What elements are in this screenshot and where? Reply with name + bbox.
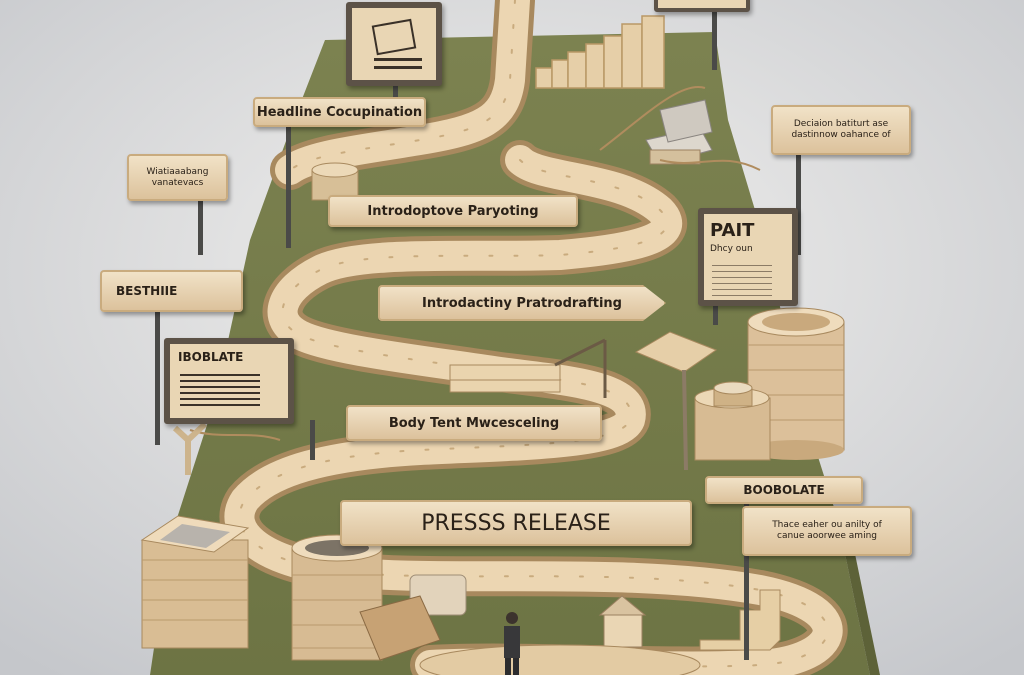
line-icon xyxy=(374,58,422,61)
sign-headline: Headline Cocupination xyxy=(253,97,426,127)
post-right-top xyxy=(796,155,801,255)
scroll-and-box xyxy=(359,574,467,661)
base-platform xyxy=(419,644,701,675)
board-part-sub: Dhcy oun xyxy=(710,244,753,254)
post-iboblate xyxy=(310,420,315,460)
sign-left-small-line2: vanatevacs xyxy=(151,177,204,188)
sign-intro-text: Introdoptove Paryoting xyxy=(367,203,539,219)
post-boobolate xyxy=(744,500,749,660)
sign-right-bottom: Thace eaher ou anilty of canue aoorwee a… xyxy=(742,506,912,556)
sign-left-small-line1: Wiatiaaabang xyxy=(146,166,209,177)
sign-right-top-line1: Deciaion batiturt ase xyxy=(793,119,889,129)
sign-headline-text: Headline Cocupination xyxy=(256,104,423,120)
sign-right-top: Deciaion batiturt ase dastinnow oahance … xyxy=(771,105,911,155)
sign-left-small: Wiatiaaabang vanatevacs xyxy=(127,154,228,201)
bar-blocks-top xyxy=(535,15,665,89)
board-iboblate: IBOBLATE xyxy=(164,338,294,424)
funnel-sign xyxy=(634,331,718,471)
sign-right-top-line2: dastinnow oahance of xyxy=(791,130,891,140)
line-icon-2 xyxy=(374,66,422,69)
sign-boobolate-text: BOOBOLATE xyxy=(743,483,825,497)
part-lines xyxy=(712,260,772,296)
sign-bestihie-text: BESTHIIE xyxy=(116,284,178,298)
sign-introductory-text: Introdactiny Pratrodrafting xyxy=(421,295,622,311)
grass-side xyxy=(838,520,880,675)
top-image-board xyxy=(346,2,442,86)
post-part xyxy=(713,305,718,325)
coin-stack-right xyxy=(694,381,771,461)
post-headline xyxy=(286,118,291,248)
sign-bestihie: BESTHIIE xyxy=(100,270,243,312)
post-top-right xyxy=(712,0,717,70)
sign-right-bottom-line2: canue aoorwee aming xyxy=(777,531,877,541)
sign-right-bottom-line1: Thace eaher ou anilty of xyxy=(772,520,882,530)
post-bestihie xyxy=(155,310,160,445)
sign-press-release: PRESSS RELEASE xyxy=(340,500,692,546)
board-iboblate-title: IBOBLATE xyxy=(178,350,244,364)
doc-lines xyxy=(180,370,260,408)
sign-introductory: Introdactiny Pratrodrafting xyxy=(378,285,666,321)
paper-stack-left xyxy=(140,515,250,649)
sign-body-text: Body Tent Mwcesceling xyxy=(346,405,602,441)
post-left-small xyxy=(198,200,203,255)
small-house xyxy=(598,595,647,648)
stairs-middle xyxy=(449,338,607,398)
stairs-bottom xyxy=(699,589,781,651)
top-right-board xyxy=(654,0,750,12)
sign-press-release-text: PRESSS RELEASE xyxy=(421,510,611,536)
y-stake xyxy=(172,421,208,475)
board-part-title: PAIT xyxy=(710,220,755,241)
sign-body-text-label: Body Tent Mwcesceling xyxy=(388,415,560,431)
sign-boobolate: BOOBOLATE xyxy=(705,476,863,504)
rope-top xyxy=(599,85,761,171)
businessman xyxy=(504,612,520,675)
cylinder-bottom xyxy=(291,534,383,661)
board-part: PAIT Dhcy oun xyxy=(698,208,798,306)
sign-intro: Introdoptove Paryoting xyxy=(328,195,578,227)
envelope-icon xyxy=(371,18,417,56)
